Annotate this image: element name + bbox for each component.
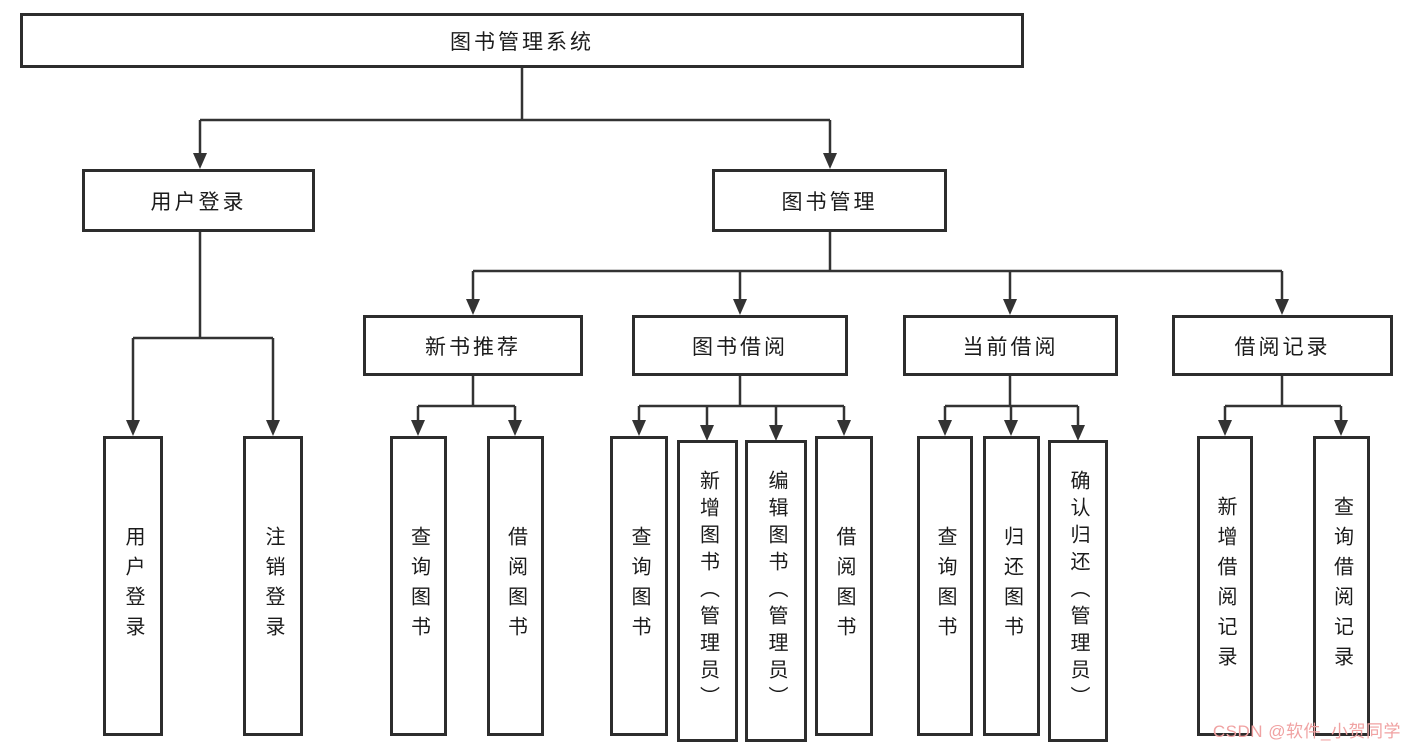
- connector-user-login-children: [126, 232, 280, 436]
- node-user-login-label: 用户登录: [150, 190, 247, 214]
- node-new-book-recommend: 新书推荐: [363, 315, 583, 376]
- node-borrow-record-label: 借阅记录: [1234, 335, 1331, 359]
- leaf-logout-label: 注销登录: [262, 526, 284, 646]
- node-book-management: 图书管理: [712, 169, 947, 232]
- leaf-add-borrow-record-label: 新增借阅记录: [1214, 496, 1236, 676]
- leaf-edit-book-admin-label: 编辑图书（管理员）: [765, 469, 787, 713]
- node-new-book-recommend-label: 新书推荐: [425, 335, 521, 359]
- leaf-borrow-books-2: 借阅图书: [815, 436, 873, 736]
- node-book-management-label: 图书管理: [781, 190, 878, 214]
- leaf-query-books-2-label: 查询图书: [628, 526, 650, 646]
- leaf-query-books-1-label: 查询图书: [407, 526, 430, 646]
- leaf-borrow-books-1-label: 借阅图书: [504, 526, 527, 646]
- node-current-borrow: 当前借阅: [903, 315, 1118, 376]
- leaf-return-book: 归还图书: [983, 436, 1040, 736]
- node-borrow-record: 借阅记录: [1172, 315, 1393, 376]
- connector-current-borrow-children: [938, 376, 1085, 441]
- node-root-label: 图书管理系统: [450, 30, 594, 54]
- connector-book-management-children: [466, 232, 1289, 315]
- node-user-login: 用户登录: [82, 169, 315, 232]
- leaf-add-book-admin-label: 新增图书（管理员）: [696, 469, 719, 713]
- leaf-edit-book-admin: 编辑图书（管理员）: [745, 440, 807, 742]
- leaf-add-borrow-record: 新增借阅记录: [1197, 436, 1253, 736]
- node-book-borrow-label: 图书借阅: [692, 335, 788, 359]
- leaf-add-book-admin: 新增图书（管理员）: [677, 440, 738, 742]
- leaf-borrow-books-1: 借阅图书: [487, 436, 544, 736]
- leaf-query-books-3: 查询图书: [917, 436, 973, 736]
- leaf-query-borrow-record: 查询借阅记录: [1313, 436, 1370, 736]
- connector-new-book-recommend-children: [411, 376, 522, 436]
- leaf-logout: 注销登录: [243, 436, 303, 736]
- connector-book-borrow-children: [632, 376, 851, 441]
- leaf-confirm-return-admin-label: 确认归还（管理员）: [1067, 469, 1089, 713]
- leaf-query-books-2: 查询图书: [610, 436, 668, 736]
- leaf-borrow-books-2-label: 借阅图书: [833, 526, 855, 646]
- leaf-user-login: 用户登录: [103, 436, 163, 736]
- leaf-query-books-3-label: 查询图书: [934, 526, 956, 646]
- leaf-query-books-1: 查询图书: [390, 436, 447, 736]
- node-book-borrow: 图书借阅: [632, 315, 848, 376]
- leaf-confirm-return-admin: 确认归还（管理员）: [1048, 440, 1108, 742]
- connector-root-to-level1: [193, 68, 837, 169]
- leaf-user-login-label: 用户登录: [122, 526, 144, 646]
- connector-borrow-record-children: [1218, 376, 1348, 436]
- node-current-borrow-label: 当前借阅: [962, 335, 1059, 359]
- leaf-return-book-label: 归还图书: [1000, 526, 1023, 646]
- node-root: 图书管理系统: [20, 13, 1024, 68]
- watermark-text: CSDN @软件_小贺同学: [1212, 722, 1401, 741]
- leaf-query-borrow-record-label: 查询借阅记录: [1330, 496, 1353, 676]
